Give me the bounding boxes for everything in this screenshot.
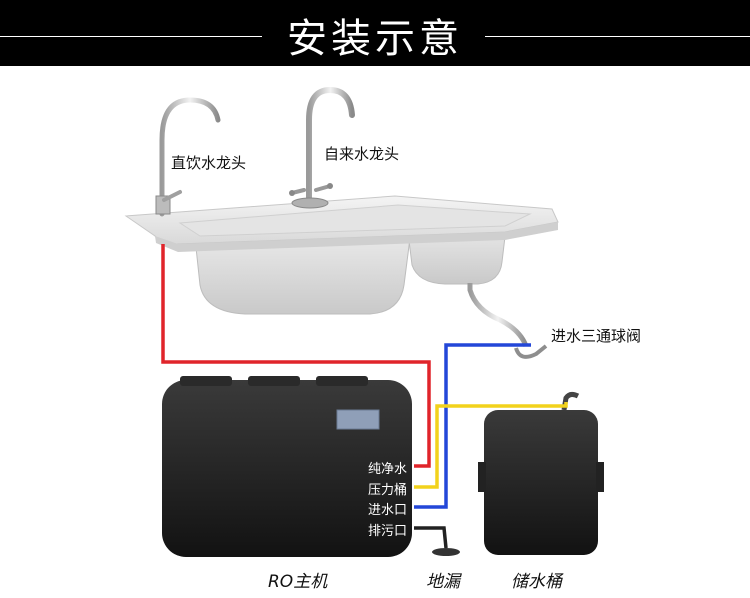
storage-tank-label: 储水桶	[511, 572, 562, 592]
inlet-line	[414, 343, 531, 509]
drinking-faucet	[155, 97, 221, 217]
page-title: 安装示意	[287, 16, 463, 62]
floor-drain-label: 地漏	[426, 572, 460, 592]
port-pressure-tank: 压力桶	[368, 483, 408, 498]
port-water-inlet: 进水口	[368, 503, 408, 518]
port-drain: 排污口	[368, 524, 408, 539]
storage-tank	[478, 391, 604, 555]
floor-drain-icon	[432, 548, 460, 556]
ro-unit-label: RO主机	[268, 572, 328, 592]
inlet-valve-label: 进水三通球阀	[551, 327, 642, 345]
sink	[124, 195, 559, 315]
pressure-tank-line	[414, 402, 568, 489]
header-bar: 安装示意	[0, 0, 750, 66]
ro-unit	[162, 376, 412, 557]
pure-water-line	[161, 244, 431, 468]
sink-drain-pipe	[467, 283, 529, 347]
drain-line	[414, 526, 448, 549]
port-pure-water: 纯净水	[368, 462, 408, 477]
inlet-valve-icon	[514, 344, 548, 359]
tap-faucet-label: 自来水龙头	[324, 145, 400, 163]
header-rule-right	[485, 36, 750, 37]
header-rule-left	[0, 36, 262, 37]
ro-display-panel	[336, 409, 380, 430]
drinking-faucet-label: 直饮水龙头	[171, 154, 247, 172]
tap-faucet	[289, 86, 355, 209]
